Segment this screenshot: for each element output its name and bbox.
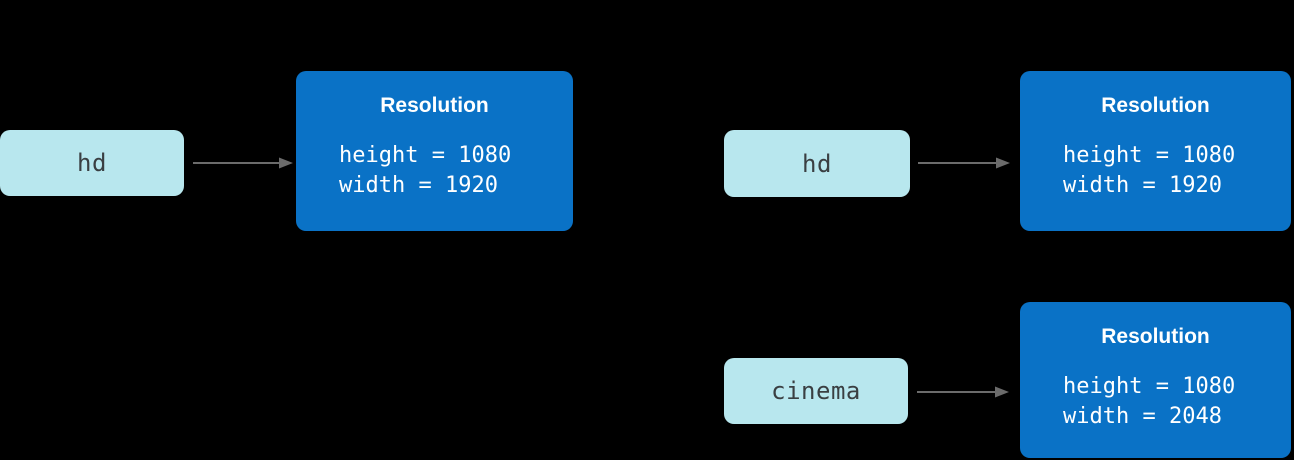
variable-box-hd-left: hd [0, 130, 184, 196]
object-attribute-width: width = 1920 [1063, 173, 1222, 198]
object-title: Resolution [1101, 325, 1210, 348]
object-attribute-height: height = 1080 [1063, 143, 1236, 168]
arrowhead-icon [279, 157, 293, 169]
object-box-resolution-right-bottom: Resolution height = 1080 width = 2048 [1020, 302, 1291, 458]
variable-label: cinema [771, 377, 861, 405]
variable-label: hd [802, 149, 832, 178]
object-attribute-height: height = 1080 [339, 143, 512, 168]
object-attributes: height = 1080 width = 1920 [296, 141, 573, 201]
object-attributes: height = 1080 width = 1920 [1020, 141, 1291, 201]
object-attribute-width: width = 1920 [339, 173, 498, 198]
arrowhead-icon [996, 157, 1010, 169]
object-title: Resolution [380, 94, 489, 117]
object-box-resolution-right-top: Resolution height = 1080 width = 1920 [1020, 71, 1291, 231]
variable-label: hd [77, 149, 107, 177]
object-attributes: height = 1080 width = 2048 [1020, 372, 1291, 432]
variable-box-cinema: cinema [724, 358, 908, 424]
arrow-hd-right [918, 157, 1010, 169]
arrow-hd-left [193, 157, 293, 169]
object-attribute-height: height = 1080 [1063, 374, 1236, 399]
object-title: Resolution [1101, 94, 1210, 117]
arrow-cinema [917, 386, 1009, 398]
arrowhead-icon [995, 386, 1009, 398]
object-box-resolution-left: Resolution height = 1080 width = 1920 [296, 71, 573, 231]
variable-box-hd-right: hd [724, 130, 910, 197]
object-attribute-width: width = 2048 [1063, 404, 1222, 429]
